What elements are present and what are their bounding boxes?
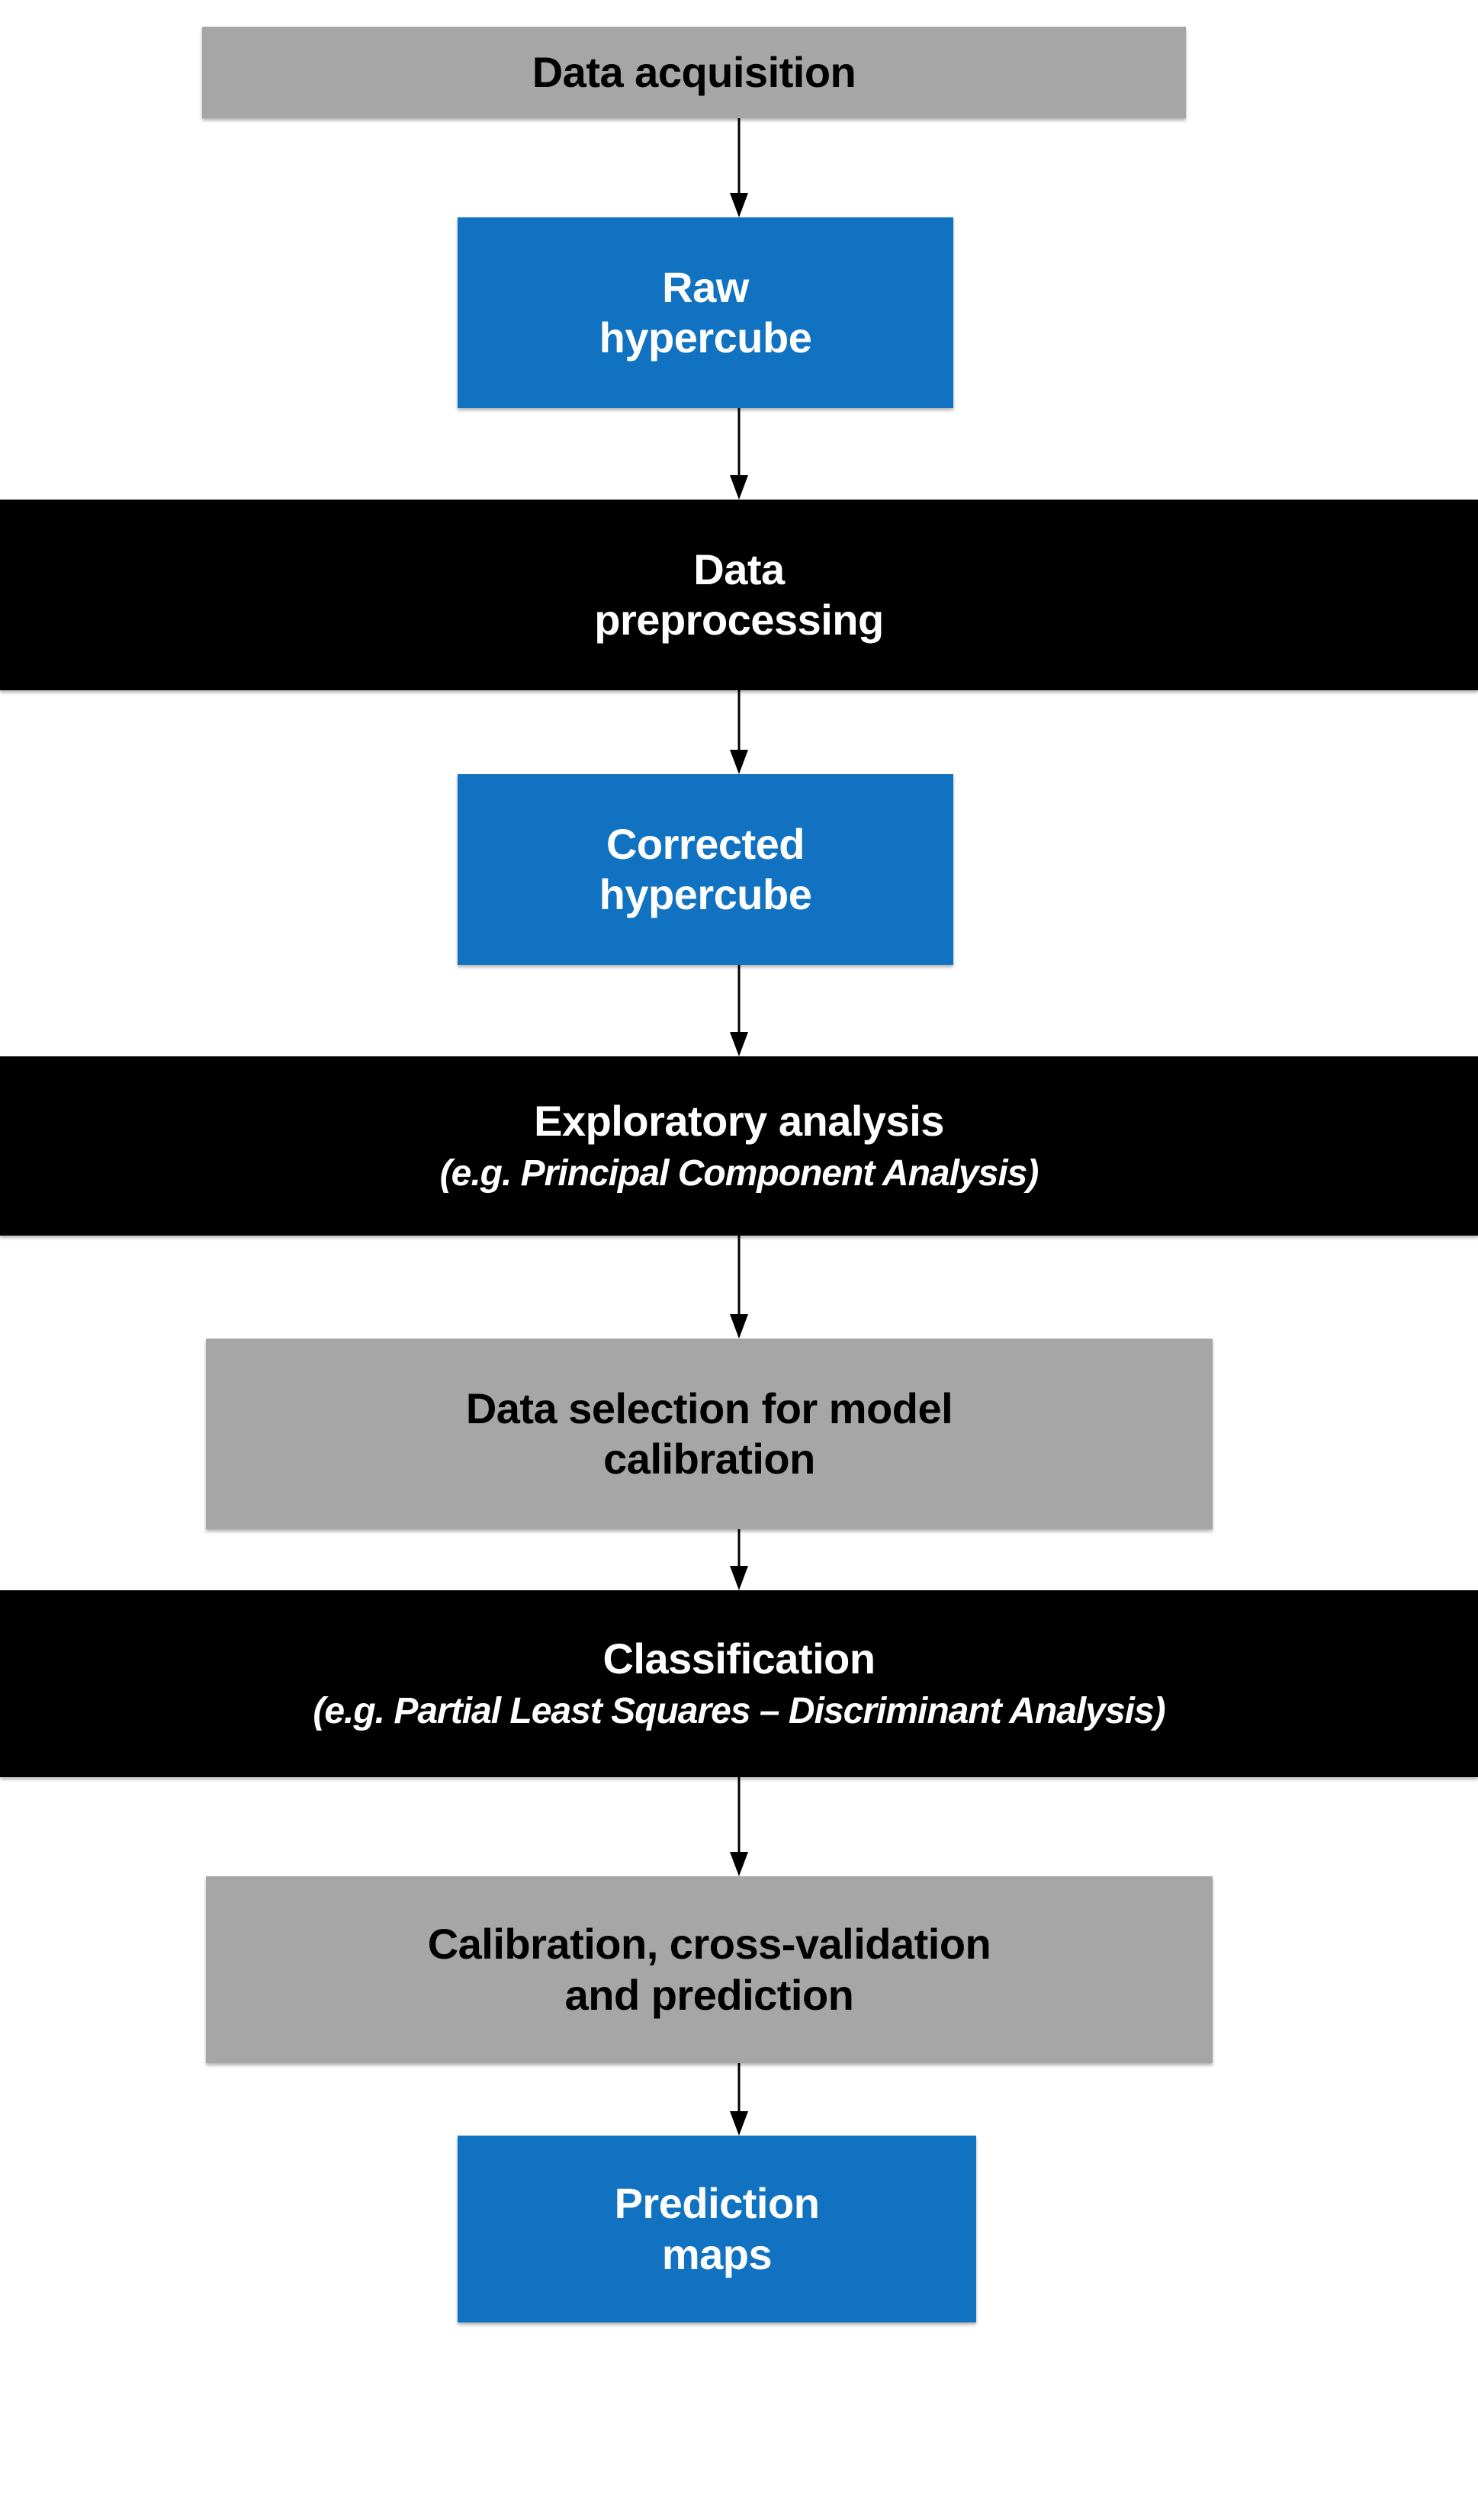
node-exploratory-analysis-line-1: Exploratory analysis xyxy=(534,1097,944,1146)
node-raw-hypercube-line-2: hypercube xyxy=(599,313,812,362)
node-classification[interactable]: Classification (e.g. Partial Least Squar… xyxy=(0,1590,1478,1777)
node-classification-subtitle: (e.g. Partial Least Squares – Discrimina… xyxy=(313,1691,1165,1732)
node-raw-hypercube[interactable]: Raw hypercube xyxy=(458,217,953,408)
node-data-selection-line-2: calibration xyxy=(603,1435,815,1483)
node-classification-line-1: Classification xyxy=(602,1634,876,1683)
node-calibration-cross-validation-line-2: and prediction xyxy=(564,1970,854,2019)
node-exploratory-analysis[interactable]: Exploratory analysis (e.g. Principal Com… xyxy=(0,1056,1478,1236)
down-arrow-icon-5 xyxy=(716,1236,762,1339)
node-data-selection-line-1: Data selection for model xyxy=(465,1384,953,1432)
down-arrow-icon-4 xyxy=(716,965,762,1056)
node-exploratory-analysis-subtitle: (e.g. Principal Component Analysis) xyxy=(439,1153,1039,1194)
node-corrected-hypercube-line-2: hypercube xyxy=(599,870,812,918)
node-prediction-maps[interactable]: Prediction maps xyxy=(458,2136,976,2322)
node-calibration-cross-validation[interactable]: Calibration, cross-validation and predic… xyxy=(206,1876,1213,2063)
down-arrow-icon-3 xyxy=(716,690,762,774)
down-arrow-icon-1 xyxy=(716,118,762,217)
node-calibration-cross-validation-line-1: Calibration, cross-validation xyxy=(427,1920,991,1969)
down-arrow-icon-2 xyxy=(716,408,762,500)
down-arrow-icon-6 xyxy=(716,1529,762,1590)
node-data-preprocessing-line-2: preprocessing xyxy=(594,596,884,644)
node-data-preprocessing[interactable]: Data preprocessing xyxy=(0,500,1478,690)
node-raw-hypercube-line-1: Raw xyxy=(662,262,749,311)
node-prediction-maps-line-1: Prediction xyxy=(614,2179,820,2228)
node-data-selection[interactable]: Data selection for model calibration xyxy=(206,1339,1213,1529)
node-corrected-hypercube-line-1: Corrected xyxy=(606,819,805,868)
node-data-preprocessing-line-1: Data xyxy=(693,545,785,593)
node-corrected-hypercube[interactable]: Corrected hypercube xyxy=(458,774,953,965)
down-arrow-icon-8 xyxy=(716,2063,762,2136)
down-arrow-icon-7 xyxy=(716,1777,762,1876)
node-data-acquisition-line-1: Data acquisition xyxy=(532,47,856,96)
node-data-acquisition[interactable]: Data acquisition xyxy=(202,27,1186,118)
node-prediction-maps-line-2: maps xyxy=(661,2229,773,2278)
